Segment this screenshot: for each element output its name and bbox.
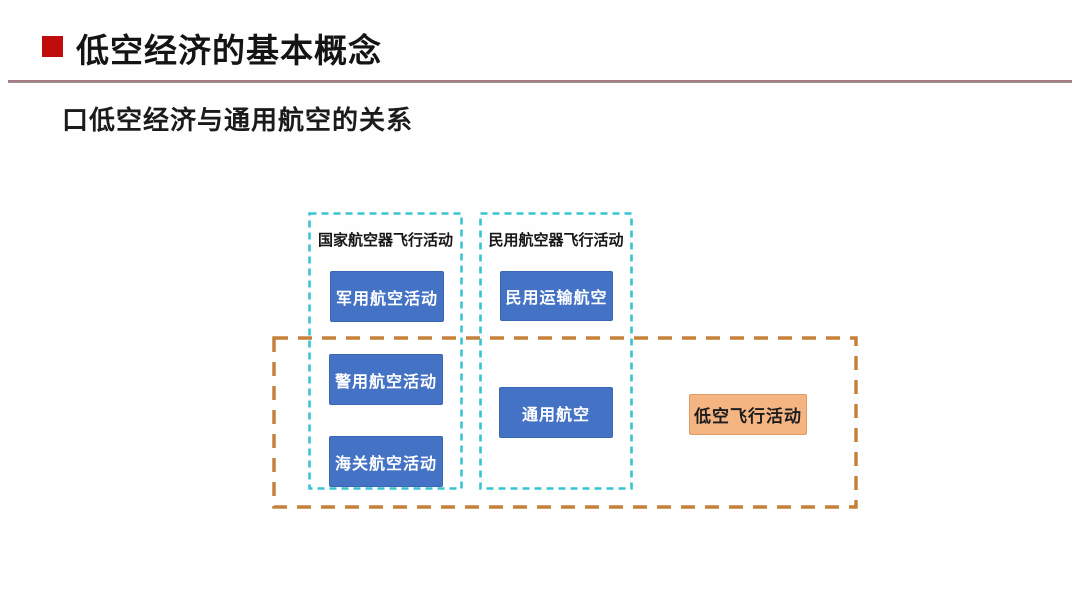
police-aviation-box: 警用航空活动: [329, 354, 443, 405]
group-state-dashed-border: [308, 212, 463, 490]
page-title: 低空经济的基本概念: [76, 32, 382, 69]
header-divider: [8, 80, 1072, 83]
group-civil-label: 民用航空器飞行活动: [488, 232, 624, 249]
low-altitude-zone: 低空飞行活动: [272, 336, 858, 509]
group-civil-aircraft: 民用航空器飞行活动 民用运输航空 通用航空: [479, 212, 633, 490]
customs-aviation-box: 海关航空活动: [329, 436, 443, 487]
group-state-aircraft: 国家航空器飞行活动 军用航空活动 警用航空活动 海关航空活动: [308, 212, 463, 490]
general-aviation-box: 通用航空: [499, 387, 613, 438]
group-border-rect: [479, 212, 633, 490]
group-civil-dashed-border: [479, 212, 633, 490]
section-subtitle: 口低空经济与通用航空的关系: [62, 105, 414, 135]
title-bullet-square-icon: [42, 36, 63, 57]
zone-border-rect: [272, 336, 858, 509]
military-aviation-box: 军用航空活动: [330, 271, 444, 322]
low-altitude-activities-box: 低空飞行活动: [689, 394, 807, 435]
civil-transport-aviation-box: 民用运输航空: [500, 271, 613, 321]
low-altitude-zone-dashed-border: [272, 336, 858, 509]
group-state-label: 国家航空器飞行活动: [317, 232, 453, 249]
group-border-rect: [308, 212, 463, 490]
